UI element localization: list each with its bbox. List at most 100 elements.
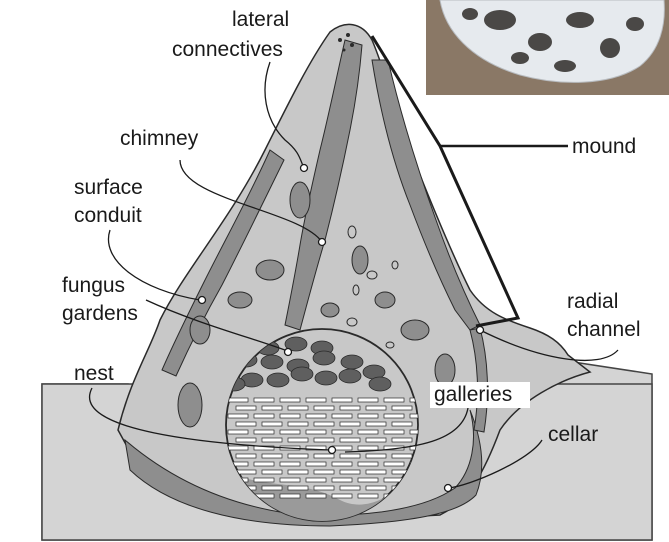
cavity (626, 17, 644, 31)
tip-hole (343, 49, 346, 52)
network-blob (352, 246, 368, 274)
gallery-dash (332, 494, 352, 498)
network-blob (178, 383, 202, 427)
gallery-dash (358, 478, 378, 482)
gallery-dash (306, 414, 326, 418)
gallery-dash (314, 470, 334, 474)
label-radial-line2: channel (567, 318, 641, 341)
label-chimney: chimney (120, 127, 199, 150)
gallery-dash (358, 398, 378, 402)
gallery-dash (358, 446, 378, 450)
fungus-garden-chamber (369, 377, 391, 391)
gallery-dash (288, 438, 308, 442)
gallery-dash (314, 438, 334, 442)
leader-end (329, 447, 336, 454)
label-lateral-line1: lateral (232, 8, 289, 31)
gallery-dash (314, 406, 334, 410)
gallery-dash (236, 406, 256, 410)
gallery-dash (254, 478, 274, 482)
network-blob (401, 320, 429, 340)
cavity (462, 8, 478, 20)
label-fungus-line2: gardens (62, 302, 138, 325)
gallery-dash (384, 398, 404, 402)
leader-end (445, 485, 452, 492)
gallery-dash (280, 478, 300, 482)
network-blob (256, 260, 284, 280)
gallery-dash (288, 454, 308, 458)
gallery-dash (288, 486, 308, 490)
leader-end (301, 165, 308, 172)
gallery-dash (262, 470, 282, 474)
tip-hole (350, 43, 354, 47)
gallery-dash (236, 422, 256, 426)
network-blob (290, 182, 310, 218)
gallery-dash (314, 454, 334, 458)
label-lateral-line2: connectives (172, 38, 283, 61)
gallery-dash (262, 454, 282, 458)
gallery-dash (306, 430, 326, 434)
gallery-dash (358, 494, 378, 498)
label-radial-line1: radial (567, 290, 618, 313)
cavity (554, 60, 576, 72)
gallery-dash (254, 462, 274, 466)
gallery-dash (306, 398, 326, 402)
gallery-dash (366, 422, 386, 426)
gallery-dash (340, 422, 360, 426)
label-galleries: galleries (434, 383, 512, 406)
gallery-dash (280, 398, 300, 402)
gallery-dash (288, 470, 308, 474)
gallery-dash (280, 414, 300, 418)
gallery-dash (384, 430, 404, 434)
gallery-dash (262, 438, 282, 442)
gallery-dash (306, 462, 326, 466)
leader-end (285, 349, 292, 356)
cavity (484, 10, 516, 30)
gallery-dash (254, 398, 274, 402)
gallery-dash (340, 438, 360, 442)
gallery-dash (366, 406, 386, 410)
network-blob (228, 292, 252, 308)
gallery-dash (392, 422, 412, 426)
fungus-garden-chamber (313, 351, 335, 365)
gallery-dash (384, 414, 404, 418)
leader-end (319, 239, 326, 246)
gallery-dash (366, 454, 386, 458)
label-nest: nest (74, 362, 114, 385)
fungus-garden-chamber (339, 369, 361, 383)
gallery-dash (280, 494, 300, 498)
gallery-dash (392, 406, 412, 410)
gallery-dash (262, 422, 282, 426)
gallery-dash (280, 462, 300, 466)
network-blob (190, 316, 210, 344)
gallery-dash (332, 414, 352, 418)
fungus-garden-chamber (261, 355, 283, 369)
network-blob (321, 303, 339, 317)
gallery-dash (306, 494, 326, 498)
gallery-dash (332, 462, 352, 466)
network-blob (375, 292, 395, 308)
cavity (566, 12, 594, 28)
label-cellar: cellar (548, 423, 598, 446)
gallery-dash (236, 438, 256, 442)
gallery-dash (358, 414, 378, 418)
fungus-garden-chamber (291, 367, 313, 381)
label-mound: mound (572, 135, 636, 158)
tip-hole (346, 33, 350, 37)
gallery-dash (228, 446, 248, 450)
gallery-dash (340, 486, 360, 490)
gallery-dash (340, 406, 360, 410)
cavity (600, 38, 620, 58)
gallery-dash (306, 478, 326, 482)
gallery-dash (288, 422, 308, 426)
network-blob (435, 354, 455, 386)
gallery-dash (332, 430, 352, 434)
gallery-dash (228, 430, 248, 434)
label-surface-line1: surface (74, 176, 143, 199)
gallery-dash (332, 478, 352, 482)
fungus-garden-chamber (267, 373, 289, 387)
gallery-dash (254, 430, 274, 434)
label-surface-line2: conduit (74, 204, 142, 227)
gallery-dash (358, 430, 378, 434)
